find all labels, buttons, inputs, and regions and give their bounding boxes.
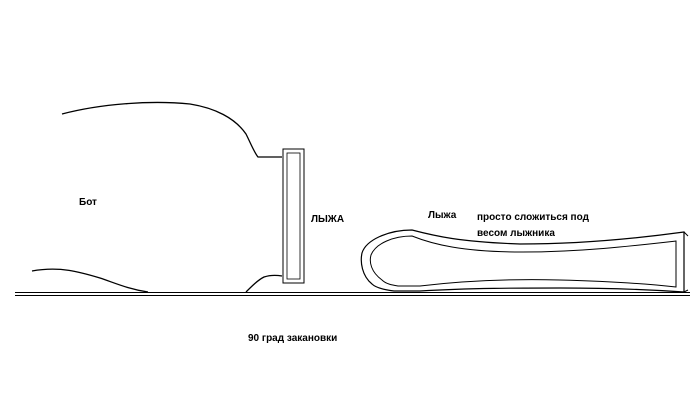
folded-ski-inner [369, 235, 677, 288]
bend-label: 90 град закановки [248, 333, 338, 344]
boot-label: Бот [79, 197, 97, 208]
folded-ski-tail-top [683, 231, 689, 237]
boot-lower-outline [31, 268, 149, 293]
folded-ski-label: Лыжа [428, 210, 457, 221]
boot-upper-outline [61, 101, 282, 158]
folded-ski-tail-bottom [683, 289, 689, 293]
ground-line [15, 292, 690, 296]
vertical-ski-label: ЛЫЖА [311, 214, 345, 225]
fold-note-line1: просто сложиться под [477, 212, 589, 223]
fold-note-line2: весом лыжника [477, 228, 555, 239]
boot-heel-curve [245, 274, 283, 293]
vertical-ski [282, 148, 305, 284]
fold-note: просто сложиться под весом лыжника [477, 210, 589, 242]
folded-ski-outer [360, 229, 685, 293]
